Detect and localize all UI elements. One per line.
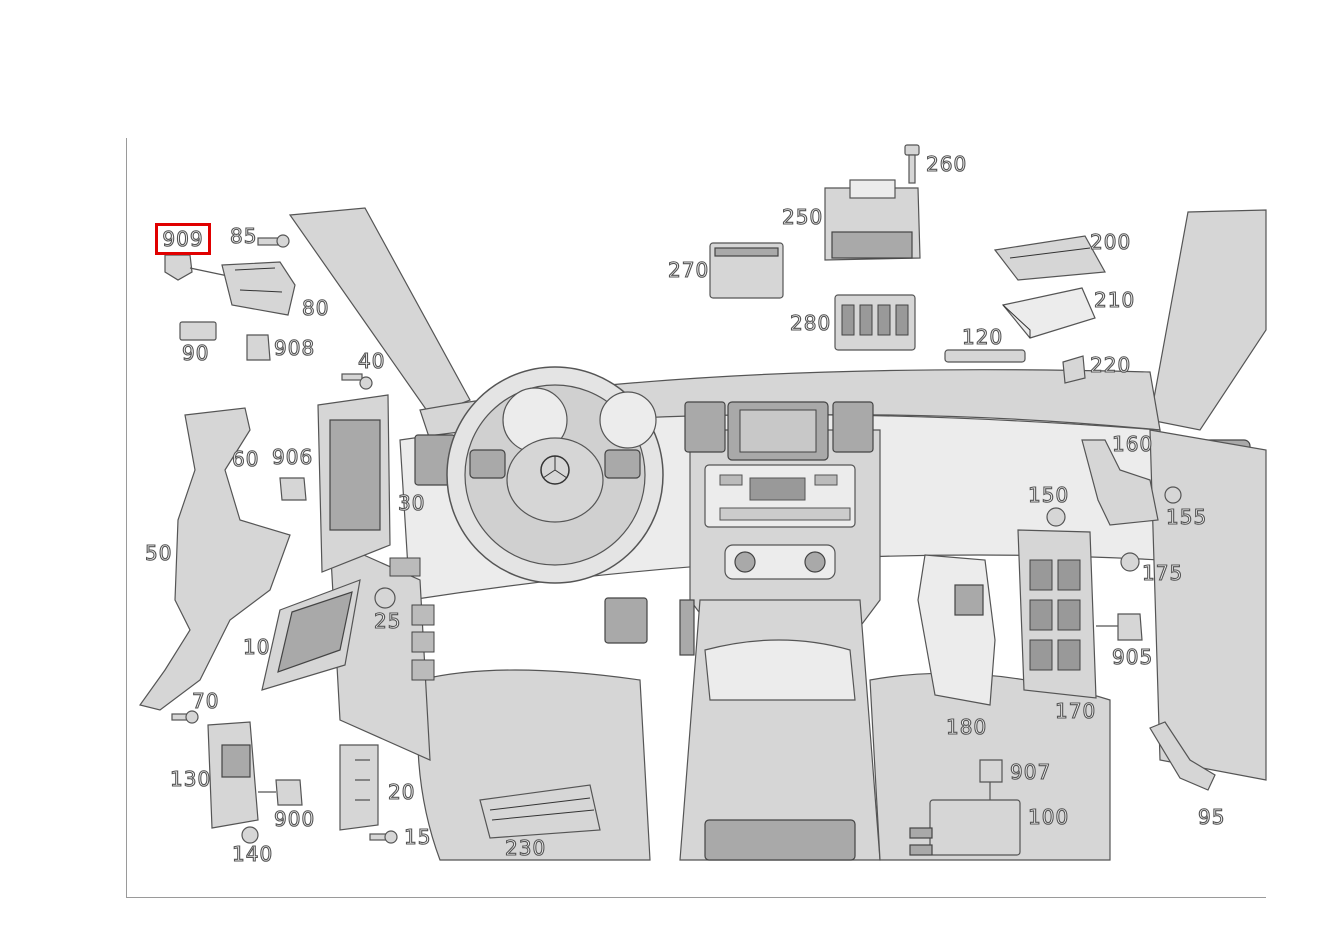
part-180-control-unit — [917, 554, 996, 706]
part-250-module — [824, 179, 921, 261]
climate-panel — [724, 544, 836, 580]
part-95-bracket — [1149, 721, 1216, 791]
callout-80[interactable]: 80 — [301, 296, 330, 320]
callout-15[interactable]: 15 — [403, 825, 432, 849]
part-280-fuse-box — [834, 294, 916, 351]
callout-85[interactable]: 85 — [229, 224, 258, 248]
callout-155[interactable]: 155 — [1165, 505, 1208, 529]
part-80-bracket — [221, 261, 296, 316]
part-220-chip — [1062, 355, 1086, 384]
armrest — [704, 639, 856, 701]
callout-40[interactable]: 40 — [357, 349, 386, 373]
callout-210[interactable]: 210 — [1093, 288, 1136, 312]
cabin-interior — [288, 207, 1267, 861]
part-120-connector — [944, 349, 1026, 363]
callout-900[interactable]: 900 — [273, 807, 316, 831]
callout-50[interactable]: 50 — [144, 541, 173, 565]
callout-175[interactable]: 175 — [1141, 561, 1184, 585]
frame-left-border — [126, 138, 127, 898]
air-vent-left-center — [684, 401, 726, 453]
callout-70[interactable]: 70 — [191, 689, 220, 713]
part-100-module — [909, 799, 1021, 856]
part-90-clip — [179, 321, 217, 341]
part-15-screw — [369, 830, 398, 844]
part-50-bracket — [138, 407, 291, 711]
callout-90[interactable]: 90 — [181, 341, 210, 365]
part-900-clip — [258, 779, 303, 806]
callout-280[interactable]: 280 — [789, 311, 832, 335]
callout-170[interactable]: 170 — [1054, 699, 1097, 723]
callout-140[interactable]: 140 — [231, 842, 274, 866]
callout-95[interactable]: 95 — [1197, 805, 1226, 829]
frame-bottom-border — [126, 897, 1266, 898]
part-130-module — [207, 721, 259, 829]
part-907-clip — [979, 759, 1003, 800]
callout-130[interactable]: 130 — [169, 767, 212, 791]
callout-906[interactable]: 906 — [271, 445, 314, 469]
part-210-cover — [1001, 287, 1096, 339]
callout-100[interactable]: 100 — [1027, 805, 1070, 829]
part-30-module — [317, 394, 391, 573]
callout-200[interactable]: 200 — [1089, 230, 1132, 254]
part-150-nut — [1046, 507, 1066, 527]
part-200-board — [993, 235, 1106, 281]
callout-907[interactable]: 907 — [1009, 760, 1052, 784]
part-40-screw — [341, 373, 373, 390]
callout-30[interactable]: 30 — [397, 491, 426, 515]
part-260-bolt — [904, 144, 920, 184]
callout-909-selected[interactable]: 909 — [155, 223, 211, 255]
brake-pedal — [604, 597, 648, 644]
callout-60[interactable]: 60 — [231, 447, 260, 471]
part-909-clip — [164, 254, 229, 281]
callout-10[interactable]: 10 — [242, 635, 271, 659]
part-905-clip — [1096, 613, 1143, 641]
part-230-module — [479, 784, 601, 839]
part-20-module — [339, 744, 379, 831]
part-25-nut — [374, 587, 396, 609]
part-10-control-unit — [261, 579, 361, 691]
callout-180[interactable]: 180 — [945, 715, 988, 739]
callout-905[interactable]: 905 — [1111, 645, 1154, 669]
callout-250[interactable]: 250 — [781, 205, 824, 229]
part-170-fuse-box — [1017, 529, 1097, 699]
right-a-pillar — [1149, 209, 1267, 431]
part-70-screw — [171, 710, 199, 724]
part-155-nut — [1164, 486, 1182, 504]
callout-908[interactable]: 908 — [273, 336, 316, 360]
part-908-clip — [246, 334, 271, 361]
callout-270[interactable]: 270 — [667, 258, 710, 282]
part-85-screw — [257, 234, 290, 248]
callout-220[interactable]: 220 — [1089, 353, 1132, 377]
right-door-panel — [1149, 429, 1267, 781]
air-vent-right-center — [832, 401, 874, 453]
rear-vents — [704, 819, 856, 861]
accelerator-pedal — [679, 599, 695, 656]
callout-260[interactable]: 260 — [925, 152, 968, 176]
callout-150[interactable]: 150 — [1027, 483, 1070, 507]
part-175-nut — [1120, 552, 1140, 572]
callout-25[interactable]: 25 — [373, 609, 402, 633]
part-906-clip — [279, 477, 307, 501]
part-270-module — [709, 242, 784, 299]
part-140-nut — [241, 826, 259, 844]
left-a-pillar — [288, 207, 471, 416]
part-160-bracket — [1081, 439, 1159, 526]
callout-20[interactable]: 20 — [387, 780, 416, 804]
steering-wheel — [446, 366, 664, 584]
callout-160[interactable]: 160 — [1111, 432, 1154, 456]
callout-120[interactable]: 120 — [961, 325, 1004, 349]
callout-230[interactable]: 230 — [504, 836, 547, 860]
